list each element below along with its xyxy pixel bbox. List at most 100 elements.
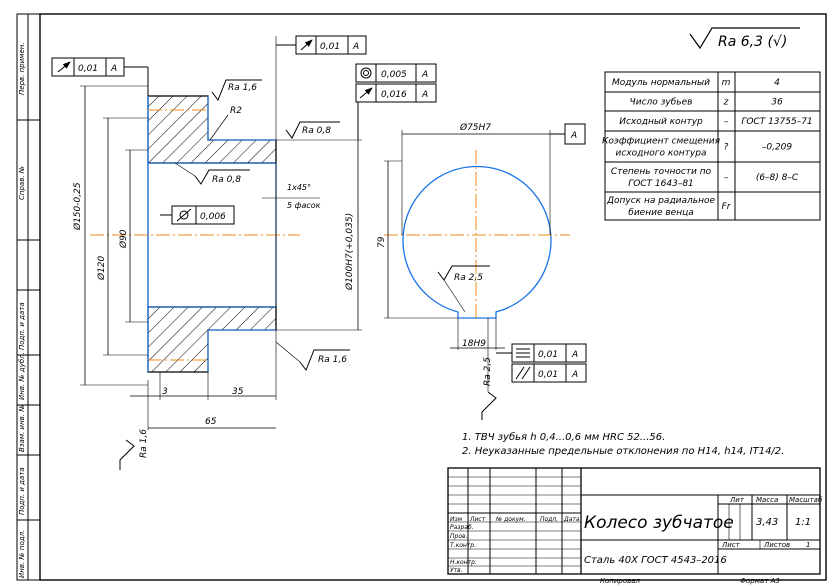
svg-text:Ra 1,6: Ra 1,6 bbox=[228, 83, 257, 93]
svg-text:Лист: Лист bbox=[469, 516, 486, 523]
param-value: 36 bbox=[771, 98, 783, 108]
svg-text:Н.контр.: Н.контр. bbox=[450, 559, 477, 566]
svg-text:Листов: Листов bbox=[763, 541, 790, 549]
param-value: (6–8) 8–С bbox=[756, 173, 799, 183]
param-name: Число зубьев bbox=[630, 98, 693, 108]
dimensions-left: Ø150-0,25 Ø120 Ø90 Ø100H7(+0,035) 3 35 6… bbox=[72, 36, 362, 430]
param-name: Модуль нормальный bbox=[612, 78, 710, 88]
stamp-label: Справ. № bbox=[18, 166, 26, 200]
svg-text:Ra 2,5: Ra 2,5 bbox=[454, 273, 483, 283]
param-symbol: ? bbox=[724, 143, 729, 153]
svg-text:Подп.: Подп. bbox=[540, 516, 558, 523]
svg-text:A: A bbox=[110, 64, 117, 74]
svg-text:0,01: 0,01 bbox=[538, 350, 558, 360]
tolerance-frame-parallelism: 0,01 A bbox=[511, 363, 587, 383]
param-symbol: – bbox=[724, 117, 729, 127]
gear-section bbox=[90, 95, 300, 373]
roughness-bore: Ra 0,8 bbox=[174, 162, 250, 185]
dim-d100: Ø100H7(+0,035) bbox=[344, 213, 355, 291]
part-material: Сталь 40Х ГОСТ 4543–2016 bbox=[584, 555, 727, 566]
stamp-label: Взам. инв. № bbox=[18, 404, 26, 452]
svg-text:Пров.: Пров. bbox=[450, 533, 468, 540]
datum-a: A bbox=[570, 131, 577, 141]
param-symbol: – bbox=[724, 173, 729, 183]
svg-text:A: A bbox=[571, 370, 578, 380]
hatch-upper bbox=[147, 95, 277, 164]
concentricity-icon bbox=[360, 67, 372, 79]
stamp-sidebar: Перв. примен. Справ. № Подп. и дата Инв.… bbox=[16, 13, 41, 581]
svg-text:Ra 1,6: Ra 1,6 bbox=[139, 429, 149, 458]
note-2: 2. Неуказанные предельные отклонения по … bbox=[462, 446, 784, 457]
svg-text:Масштаб: Масштаб bbox=[789, 496, 823, 504]
runout-icon bbox=[300, 39, 313, 51]
roughness-hub-bottom: Ra 1,6 bbox=[119, 429, 149, 470]
param-value: –0,209 bbox=[762, 143, 793, 153]
roughness-top: Ra 1,6 bbox=[211, 79, 262, 102]
tolerance-frame-runout-right: 0,016 A bbox=[355, 83, 437, 140]
dim-l35: 35 bbox=[232, 387, 244, 397]
svg-text:A: A bbox=[421, 70, 428, 80]
dim-b18: 18H9 bbox=[462, 339, 486, 349]
roughness-keyway: Ra 2,5 bbox=[481, 318, 497, 420]
stamp-label: Инв. № подл. bbox=[18, 530, 26, 578]
param-value: ГОСТ 13755–71 bbox=[741, 117, 812, 127]
part-name: Колесо зубчатое bbox=[584, 513, 734, 533]
svg-text:0,006: 0,006 bbox=[200, 212, 226, 222]
svg-text:Масса: Масса bbox=[756, 496, 778, 504]
symmetry-icon bbox=[516, 348, 530, 358]
general-roughness: Ra 6,3 (√) bbox=[689, 27, 800, 50]
svg-text:0,01: 0,01 bbox=[538, 370, 558, 380]
param-name: ГОСТ 1643–81 bbox=[628, 179, 694, 189]
svg-text:A: A bbox=[352, 42, 359, 52]
dim-chamfer: 1x45° bbox=[287, 183, 311, 192]
dim-radius: R2 bbox=[230, 106, 242, 116]
svg-text:Ra 0,8: Ra 0,8 bbox=[302, 126, 331, 136]
param-symbol: Fr bbox=[722, 202, 732, 212]
param-symbol: m bbox=[722, 78, 731, 88]
svg-text:Ra 1,6: Ra 1,6 bbox=[318, 355, 347, 365]
param-name: Допуск на радиальное bbox=[606, 196, 716, 206]
svg-text:0,005: 0,005 bbox=[381, 70, 407, 80]
roughness-general-text: Ra 6,3 (√) bbox=[718, 34, 787, 50]
svg-text:0,016: 0,016 bbox=[381, 90, 407, 100]
dim-d150: Ø150-0,25 bbox=[72, 182, 83, 231]
tolerance-frame-runout-top: 0,01 A bbox=[276, 35, 367, 55]
svg-text:A: A bbox=[571, 350, 578, 360]
dim-l65: 65 bbox=[205, 417, 217, 427]
tolerance-frame-cylindricity: 0,006 bbox=[160, 205, 235, 225]
svg-text:Т.контр.: Т.контр. bbox=[450, 542, 476, 549]
svg-text:A: A bbox=[421, 90, 428, 100]
svg-text:Лист: Лист bbox=[721, 541, 741, 549]
svg-text:0,01: 0,01 bbox=[78, 64, 98, 74]
dim-d75: Ø75H7 bbox=[459, 122, 491, 133]
svg-text:Дата: Дата bbox=[563, 516, 580, 523]
tolerance-frame-concentricity: 0,005 A bbox=[355, 63, 437, 83]
param-name: Степень точности по bbox=[611, 167, 712, 177]
bore-view: Ø75H7 A 79 18H9 Ra 2,5 Ra 2,5 bbox=[377, 122, 587, 420]
svg-text:1:1: 1:1 bbox=[795, 517, 811, 528]
param-symbol: z bbox=[723, 98, 729, 108]
dim-h79: 79 bbox=[377, 236, 387, 248]
hatch-lower bbox=[147, 306, 277, 373]
dim-d90: Ø90 bbox=[118, 229, 129, 249]
svg-text:№ докум.: № докум. bbox=[495, 516, 526, 523]
tolerance-frame-runout-left: 0,01 A bbox=[51, 57, 149, 96]
roughness-bottom-right: Ra 1,6 bbox=[275, 341, 350, 372]
runout-icon bbox=[57, 61, 71, 73]
svg-text:Лит: Лит bbox=[729, 496, 745, 504]
roughness-right-top: Ra 0,8 bbox=[285, 121, 340, 139]
runout-icon bbox=[359, 87, 373, 99]
svg-text:Изм: Изм bbox=[450, 516, 463, 523]
param-name: Коэффициент смещения bbox=[602, 137, 721, 147]
param-name: Исходный контур bbox=[619, 117, 703, 127]
parallelism-icon bbox=[515, 366, 531, 380]
svg-text:Ra 0,8: Ra 0,8 bbox=[212, 175, 241, 185]
stamp-label: Подп. и дата bbox=[18, 467, 26, 515]
note-1: 1. ТВЧ зубья h 0,4...0,6 мм HRC 52...56. bbox=[462, 431, 665, 443]
dim-d120: Ø120 bbox=[96, 255, 107, 281]
svg-text:1: 1 bbox=[806, 541, 810, 549]
title-block: Изм Лист № докум. Подп. Дата Разраб. Про… bbox=[447, 467, 823, 585]
svg-text:3,43: 3,43 bbox=[756, 517, 778, 528]
